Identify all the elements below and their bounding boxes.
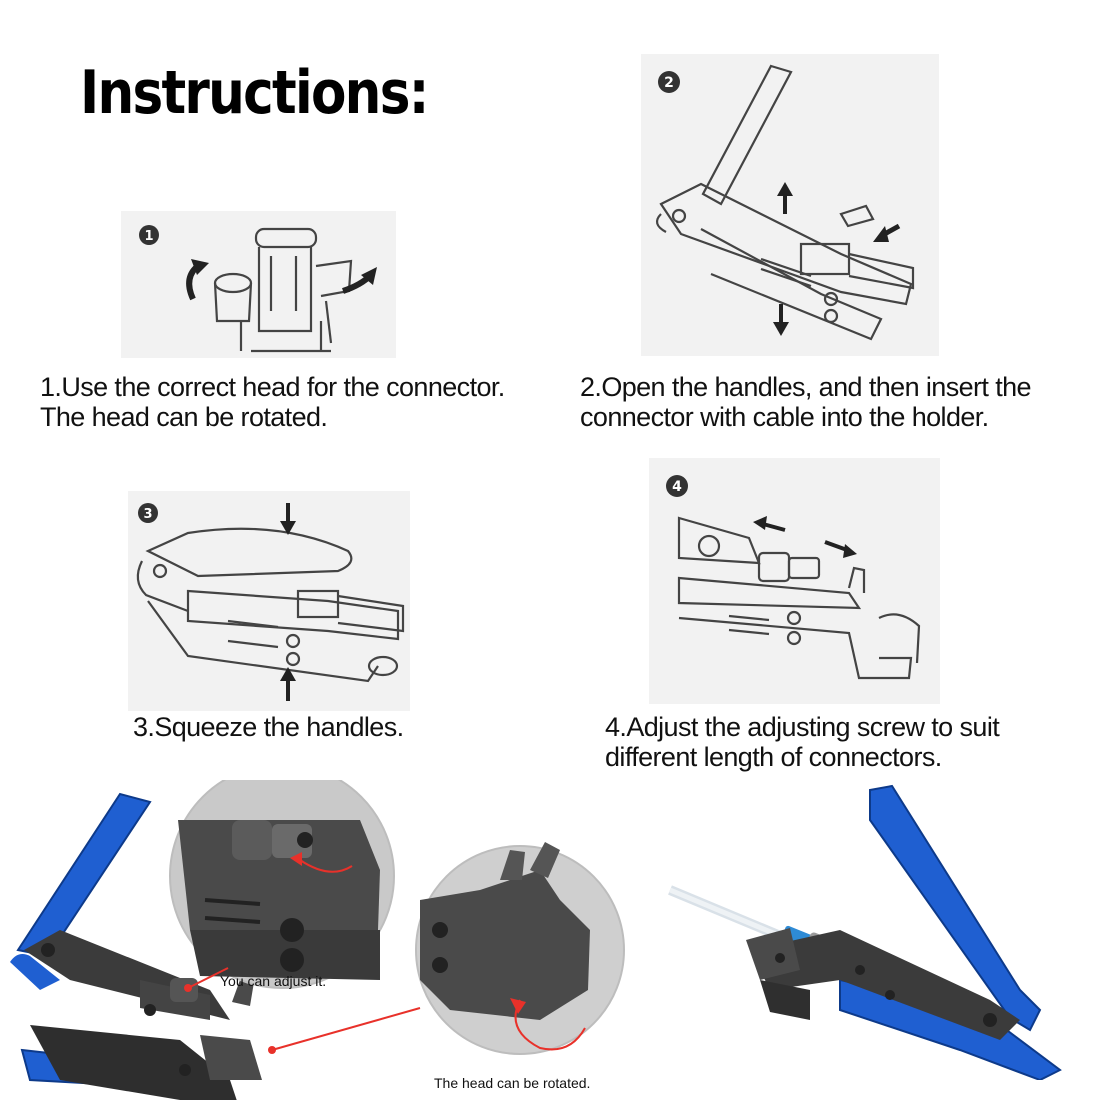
rotate-arrow-icon	[186, 259, 209, 301]
right-arrow-icon	[824, 540, 857, 558]
rotate-arrow-icon	[342, 267, 377, 294]
step-number: 4	[672, 479, 682, 495]
step-2-caption: 2.Open the handles, and then insert the …	[580, 372, 1032, 432]
step-number-badge: 4	[666, 475, 688, 497]
callout-rotate-label: The head can be rotated.	[434, 1075, 591, 1091]
step-2-illustration: 2	[641, 54, 939, 356]
step-1-caption: 1.Use the correct head for the connector…	[40, 372, 505, 432]
callout-pointer-line	[187, 967, 229, 989]
up-arrow-icon	[777, 182, 793, 214]
down-arrow-icon	[280, 503, 296, 535]
step-number: 2	[664, 75, 674, 91]
step-4-illustration: 4	[649, 458, 940, 704]
zoom-callout-adjust-screw	[169, 780, 395, 989]
down-arrow-icon	[773, 304, 789, 336]
left-arrow-icon	[873, 223, 901, 242]
step-number: 3	[143, 507, 152, 522]
callout-pointer-line	[271, 1007, 421, 1051]
zoom-callout-rotating-head	[415, 842, 625, 1055]
left-arrow-icon	[753, 516, 786, 532]
step-1-illustration: 1	[121, 211, 396, 358]
step-4-caption: 4.Adjust the adjusting screw to suit dif…	[605, 712, 1000, 772]
crimp-tool-photo-left	[0, 780, 660, 1100]
step-number-badge: 2	[658, 71, 680, 93]
up-arrow-icon	[280, 667, 296, 701]
page-title: Instructions:	[80, 58, 429, 128]
callout-adjust-label: You can adjust it.	[220, 973, 327, 989]
step-number: 1	[144, 229, 153, 244]
step-3-illustration: 3	[128, 491, 410, 711]
step-number-badge: 3	[138, 503, 158, 523]
crimp-tool-photo-right	[660, 780, 1100, 1080]
step-3-caption: 3.Squeeze the handles.	[133, 712, 404, 742]
step-number-badge: 1	[139, 225, 159, 245]
